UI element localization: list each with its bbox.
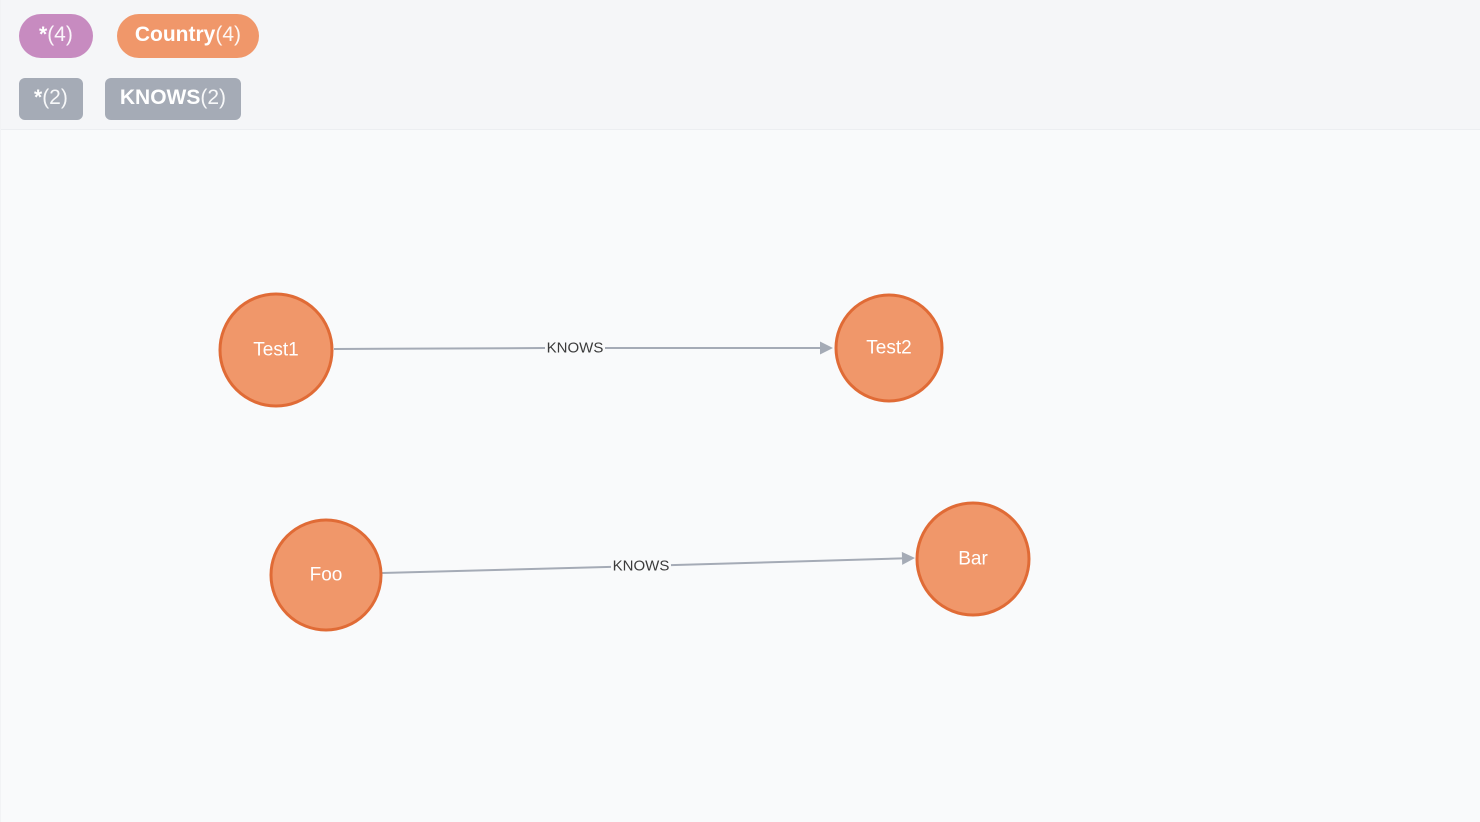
- relationship-arrowhead-icon: [819, 341, 833, 355]
- node-circle[interactable]: [218, 292, 334, 408]
- graph-node-test1[interactable]: Test1: [218, 292, 334, 408]
- legend-relationship-chip-row: *(2) KNOWS(2): [19, 78, 1480, 120]
- legend-chip-knows-count: (2): [200, 86, 227, 109]
- legend-chip-any-node-label: *: [39, 23, 48, 46]
- legend-chip-any-node-count: (4): [47, 23, 73, 46]
- legend-node-chip-row: *(4) Country(4): [19, 14, 1480, 58]
- legend-chip-any-relationship[interactable]: *(2): [19, 78, 83, 120]
- relationship-line-segment: [670, 557, 903, 567]
- relationship-r1[interactable]: KNOWS: [333, 340, 833, 357]
- node-circle[interactable]: [915, 501, 1031, 617]
- relationship-type-label: KNOWS: [613, 558, 670, 575]
- relationship-layer: KNOWS KNOWS: [333, 340, 915, 575]
- legend-chip-knows[interactable]: KNOWS(2): [104, 78, 242, 120]
- legend-chip-knows-label: KNOWS: [119, 86, 201, 109]
- relationship-type-label: KNOWS: [547, 340, 604, 357]
- legend-chip-country-label: Country: [134, 23, 216, 46]
- graph-node-foo[interactable]: Foo: [269, 518, 383, 632]
- legend-chip-country[interactable]: Country(4): [116, 14, 260, 58]
- node-circle[interactable]: [269, 518, 383, 632]
- legend-chip-any-relationship-label: *: [34, 86, 43, 109]
- relationship-line-segment: [333, 347, 546, 350]
- legend-chip-country-count: (4): [215, 23, 242, 46]
- legend-bar: *(4) Country(4) *(2) KNOWS(2): [1, 0, 1480, 130]
- node-circle[interactable]: [834, 293, 944, 403]
- legend-chip-any-relationship-count: (2): [42, 86, 68, 109]
- relationship-line-segment: [381, 565, 612, 574]
- graph-node-bar[interactable]: Bar: [915, 501, 1031, 617]
- graph-node-test2[interactable]: Test2: [834, 293, 944, 403]
- relationship-arrowhead-icon: [901, 551, 915, 565]
- relationship-r2[interactable]: KNOWS: [381, 551, 915, 575]
- legend-chip-any-node[interactable]: *(4): [19, 14, 93, 58]
